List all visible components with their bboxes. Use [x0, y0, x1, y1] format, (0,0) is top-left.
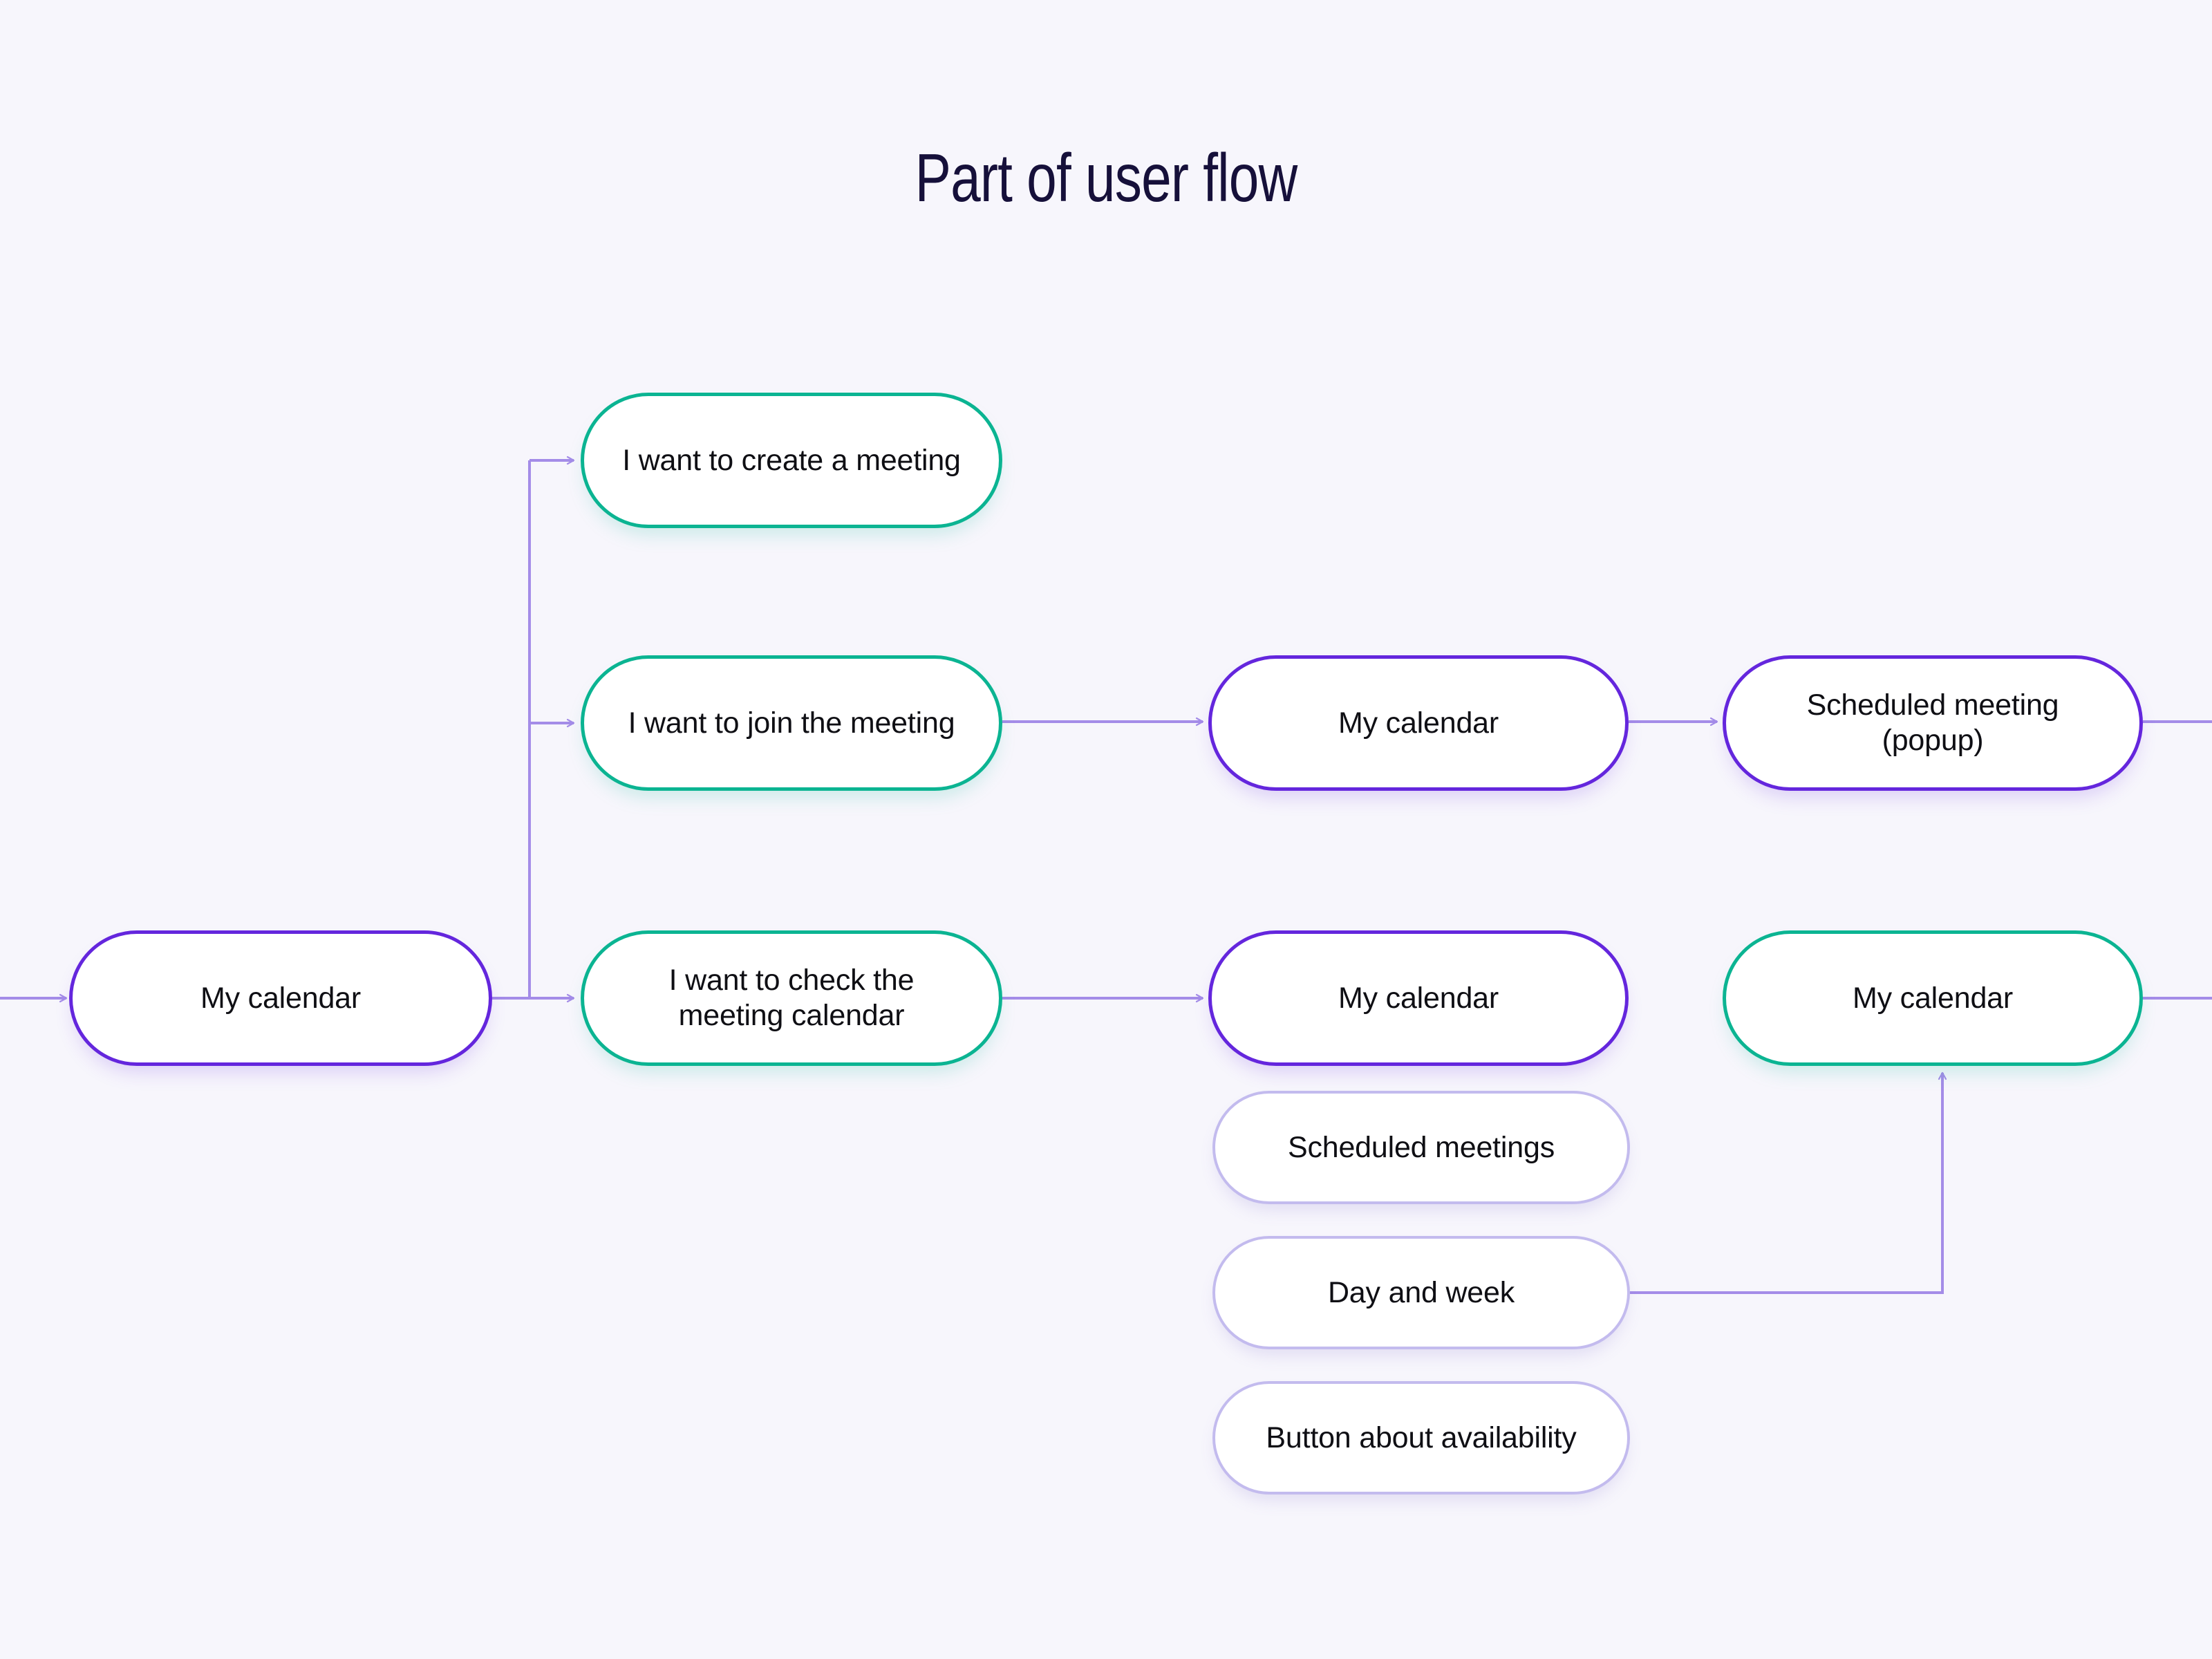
node-label: Scheduled meetings	[1287, 1130, 1555, 1164]
node-scheduled-meetings[interactable]: Scheduled meetings	[1212, 1091, 1630, 1204]
node-create-meeting[interactable]: I want to create a meeting	[581, 393, 1002, 528]
node-button-about-availability[interactable]: Button about availability	[1212, 1381, 1630, 1494]
node-check-meeting-calendar[interactable]: I want to check the meeting calendar	[581, 930, 1002, 1066]
node-label: My calendar	[1852, 981, 2013, 1015]
node-join-meeting[interactable]: I want to join the meeting	[581, 655, 1002, 791]
node-my-calendar-row2[interactable]: My calendar	[1208, 655, 1629, 791]
node-label: My calendar	[1338, 706, 1499, 740]
node-scheduled-meeting-popup[interactable]: Scheduled meeting (popup)	[1723, 655, 2143, 791]
node-label: I want to join the meeting	[628, 706, 955, 740]
page-title: Part of user flow	[915, 140, 1298, 216]
node-label: My calendar	[200, 981, 361, 1015]
node-label: Day and week	[1327, 1275, 1515, 1309]
node-label: Button about availability	[1266, 1421, 1577, 1454]
edge-dayweek-to-calr	[1630, 1071, 1947, 1294]
node-my-calendar-start[interactable]: My calendar	[69, 930, 492, 1066]
node-my-calendar-right[interactable]: My calendar	[1723, 930, 2143, 1066]
node-label: I want to create a meeting	[622, 443, 961, 477]
node-label: Scheduled meeting (popup)	[1806, 688, 2059, 757]
node-label: I want to check the meeting calendar	[668, 964, 915, 1032]
node-label: My calendar	[1338, 981, 1499, 1015]
node-day-and-week[interactable]: Day and week	[1212, 1236, 1630, 1349]
node-my-calendar-row3[interactable]: My calendar	[1208, 930, 1629, 1066]
